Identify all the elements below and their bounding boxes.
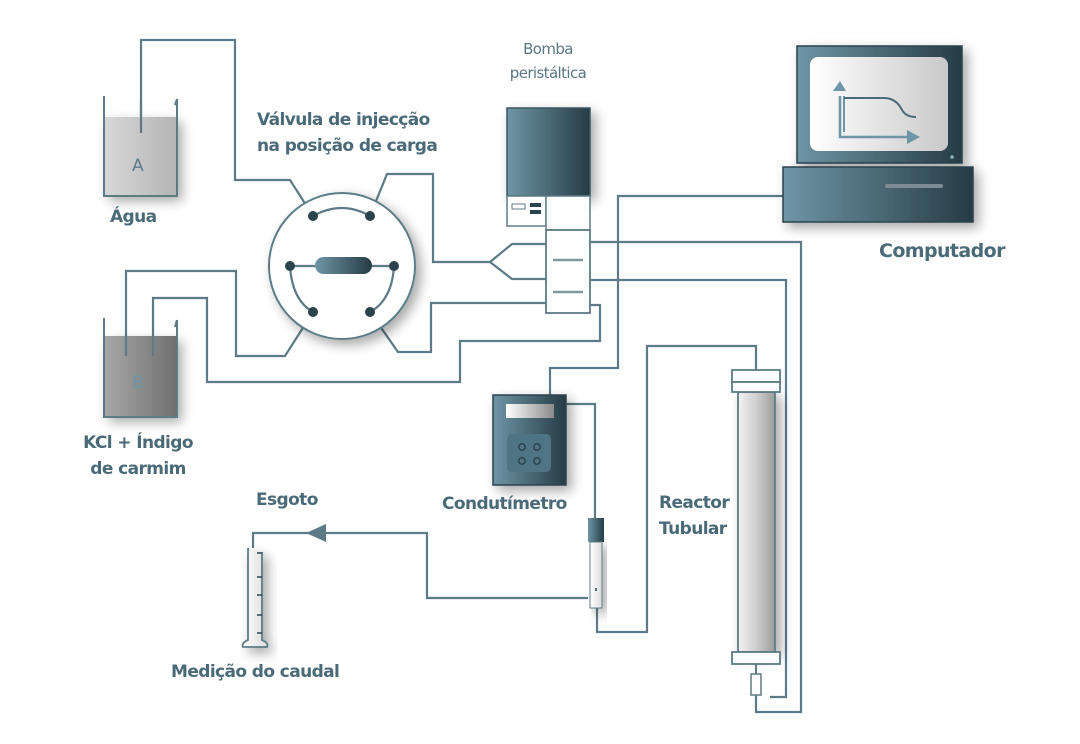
flow-measurement-label: Medição do caudal [171, 662, 340, 682]
beaker-a-outline [103, 96, 178, 197]
container-a-letter: A [132, 156, 144, 176]
disk-drive [885, 184, 943, 188]
arrow-left-icon [306, 524, 326, 542]
tube-b-return [151, 296, 602, 384]
tubular-reactor [731, 369, 781, 696]
computer-label: Computador [879, 240, 1005, 262]
conductivity-meter [492, 394, 567, 486]
pump-head [545, 229, 591, 314]
valve-label-line1: Válvula de injecção [257, 110, 430, 130]
cable-meter-to-probe [566, 402, 597, 518]
valve-port [308, 211, 318, 221]
graph-step-response-icon [833, 81, 920, 144]
tube-water-to-valve [139, 38, 314, 217]
reactor-bottom-cap [731, 651, 781, 665]
container-a-label: Água [110, 207, 157, 227]
valve-port [365, 211, 375, 221]
container-b-letter: B [132, 373, 144, 393]
pump-label-line2: peristáltica [509, 64, 587, 82]
computer-base [782, 166, 974, 223]
tube-probe-to-drain [251, 531, 588, 600]
valve-label-line2: na posição de carga [257, 136, 438, 156]
reactor-outlet [750, 673, 762, 696]
injection-valve [268, 192, 416, 340]
tube-reactor-to-probe [595, 344, 758, 634]
beaker-b-outline [103, 318, 178, 418]
reactor-label-line2: Tubular [659, 519, 727, 539]
computer [782, 45, 974, 223]
valve-port [285, 261, 295, 271]
pump-label-line1: Bomba [523, 40, 573, 58]
sample-loop [315, 257, 372, 274]
container-b [104, 336, 177, 417]
valve-port [365, 307, 375, 317]
tube-valve-to-pump-bottom [369, 301, 546, 354]
tubing [124, 38, 803, 714]
pump-label: Bomba peristáltica [498, 37, 598, 85]
meter-keypad [507, 434, 551, 472]
tube-pump-to-reactor-outer [590, 240, 803, 714]
conductivity-meter-label: Condutímetro [442, 494, 567, 514]
reactor-top-cap [731, 369, 781, 383]
container-b-label: KCl + Índigo de carmim [78, 430, 198, 482]
tube-y-split-lower [489, 261, 546, 281]
valve-port [308, 307, 318, 317]
conductivity-probe [588, 518, 604, 609]
meter-display [506, 404, 554, 418]
kcl-liquid [104, 336, 177, 417]
tube-y-split-upper [489, 242, 546, 263]
container-b-label-line1: KCl + Índigo [83, 433, 193, 453]
reactor-label: Reactor Tubular [659, 490, 730, 542]
drain-label: Esgoto [256, 490, 318, 510]
cable-computer-to-meter [548, 194, 783, 398]
valve-label: Válvula de injecção na posição de carga [257, 107, 438, 159]
tube-b-to-valve [124, 269, 314, 358]
container-b-label-line2: de carmim [90, 459, 186, 479]
tube-pump-to-reactor-inner [590, 278, 788, 699]
reactor-label-line1: Reactor [659, 493, 730, 513]
valve-port [389, 261, 399, 271]
tube-valve-to-pump [368, 172, 490, 264]
measuring-cylinder [241, 548, 269, 648]
peristaltic-pump [506, 107, 591, 314]
